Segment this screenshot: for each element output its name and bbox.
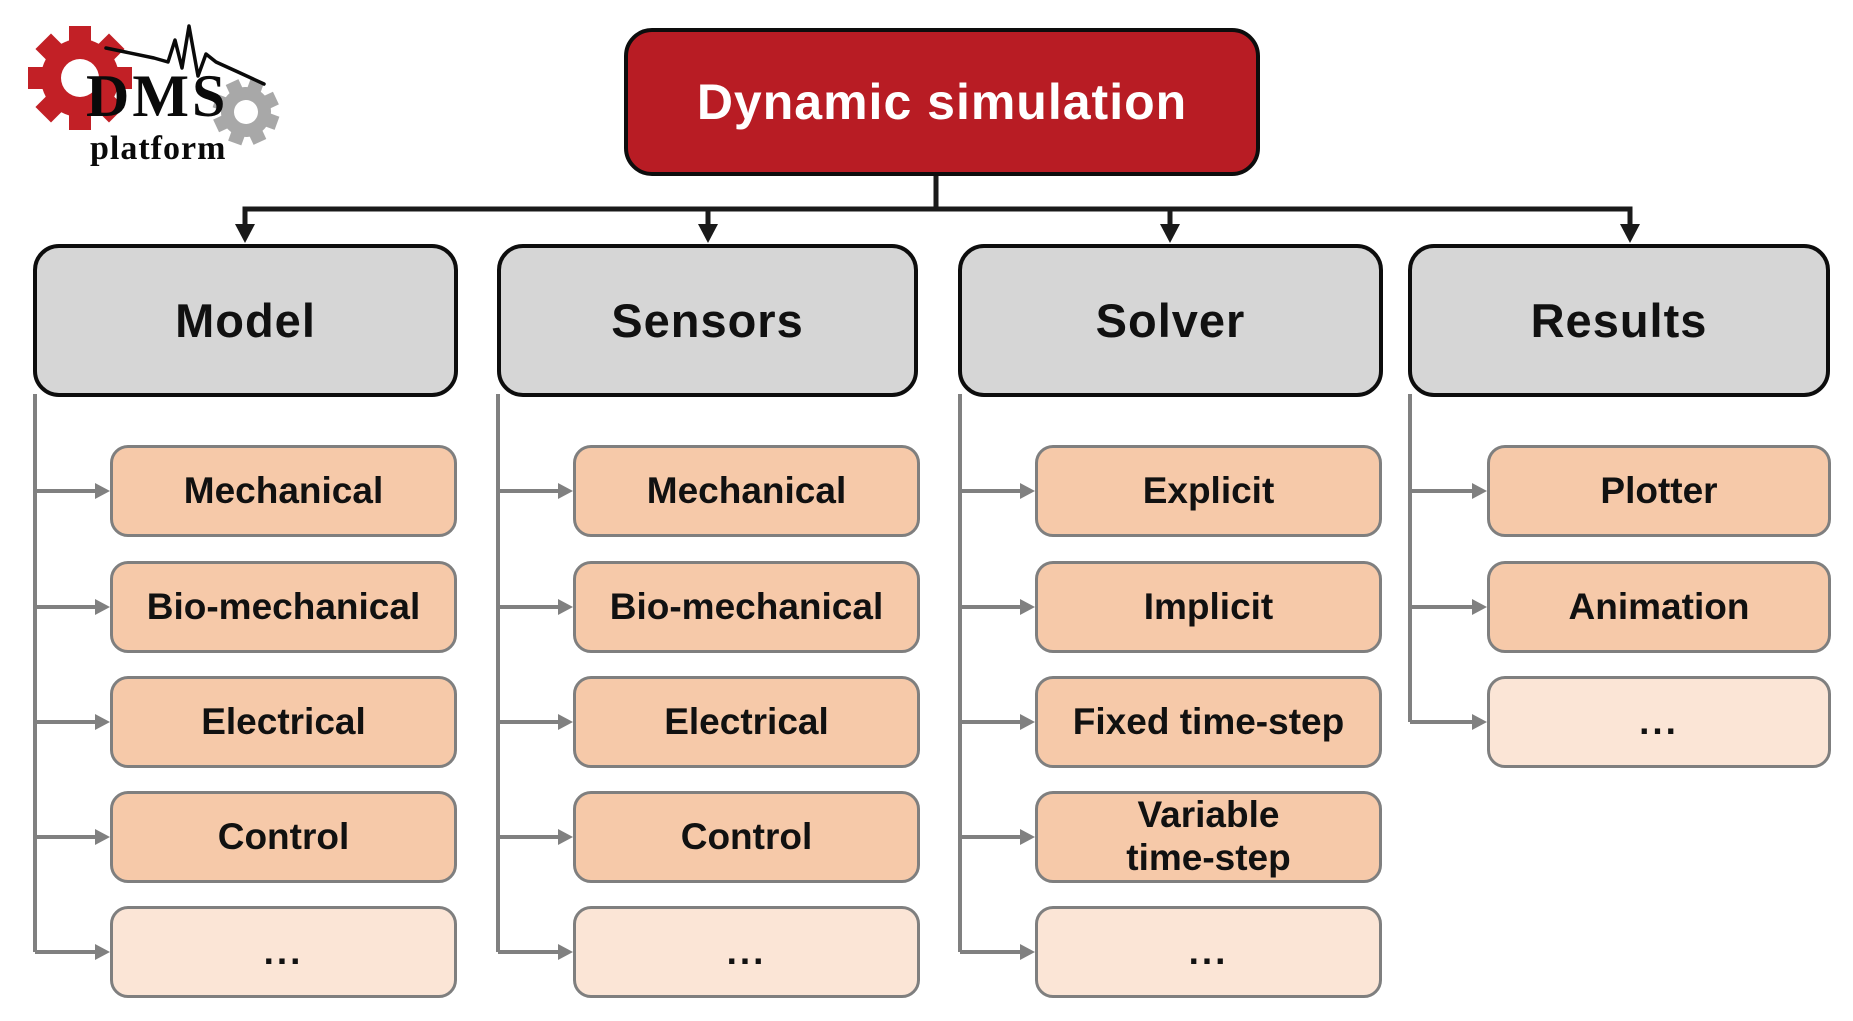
root-node-dynamic-simulation: Dynamic simulation <box>624 28 1260 176</box>
child-node-results-more: ... <box>1487 676 1831 768</box>
child-node-model-mechanical: Mechanical <box>110 445 457 537</box>
root-bus-arrowheads <box>235 224 1640 243</box>
logo-title: DMS <box>86 63 229 129</box>
pulse-line-icon <box>104 24 266 86</box>
logo-subtitle: platform <box>90 130 227 167</box>
child-node-model-control: Control <box>110 791 457 883</box>
child-node-solver-fixed-time-step: Fixed time-step <box>1035 676 1382 768</box>
child-node-results-animation: Animation <box>1487 561 1831 653</box>
child-node-sensors-control: Control <box>573 791 920 883</box>
child-node-results-plotter: Plotter <box>1487 445 1831 537</box>
child-node-model-bio-mechanical: Bio-mechanical <box>110 561 457 653</box>
gray-gear-icon <box>212 78 280 146</box>
child-node-solver-implicit: Implicit <box>1035 561 1382 653</box>
child-node-model-more: ... <box>110 906 457 998</box>
child-node-sensors-more: ... <box>573 906 920 998</box>
root-bus-lines <box>242 174 1633 226</box>
child-node-sensors-bio-mechanical: Bio-mechanical <box>573 561 920 653</box>
red-gear-icon <box>28 26 132 130</box>
column-node-model: Model <box>33 244 458 397</box>
child-node-sensors-electrical: Electrical <box>573 676 920 768</box>
child-node-solver-explicit: Explicit <box>1035 445 1382 537</box>
column-node-sensors: Sensors <box>497 244 918 397</box>
child-node-solver-variable-time-step: Variable time-step <box>1035 791 1382 883</box>
column-node-solver: Solver <box>958 244 1383 397</box>
child-node-solver-more: ... <box>1035 906 1382 998</box>
child-node-model-electrical: Electrical <box>110 676 457 768</box>
column-node-results: Results <box>1408 244 1830 397</box>
dms-platform-logo: DMS platform <box>8 6 308 186</box>
child-node-sensors-mechanical: Mechanical <box>573 445 920 537</box>
